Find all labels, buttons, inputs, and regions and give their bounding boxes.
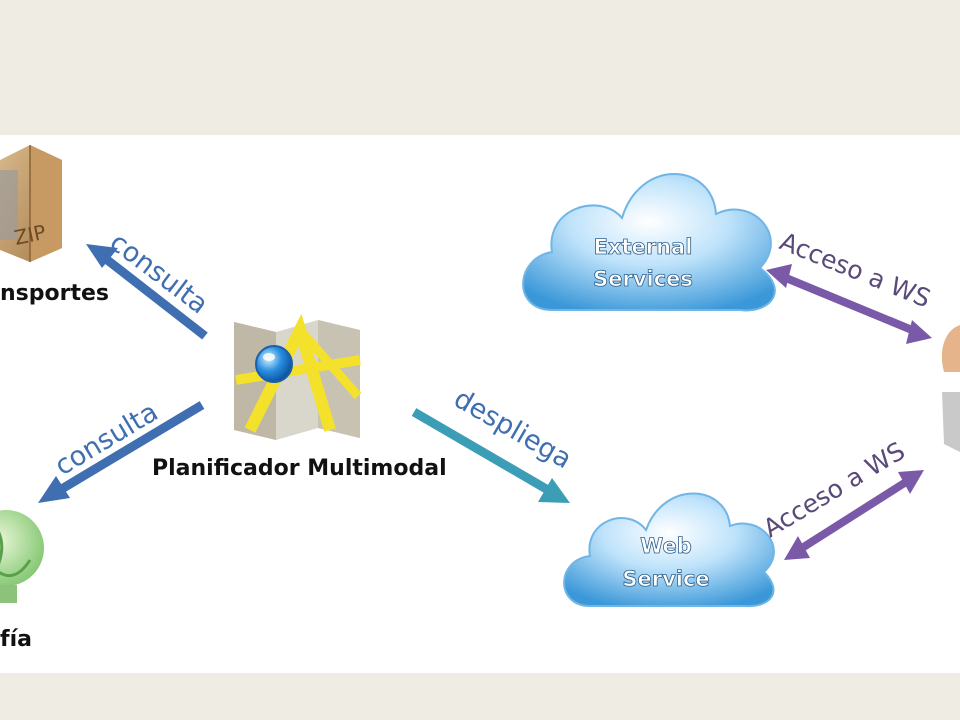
external-services-line2: Services — [593, 267, 693, 291]
web-service-cloud: Web Service — [563, 492, 775, 608]
arrow-despliega — [411, 408, 570, 503]
arrow-consulta-top — [86, 244, 208, 340]
map-planner-icon — [234, 313, 362, 440]
geografia-label: fía — [0, 627, 32, 652]
web-service-line1: Web — [640, 534, 692, 558]
transportes-label: nsportes — [0, 281, 109, 306]
external-services-cloud: External Services — [522, 173, 776, 312]
zip-box-icon: ZIP — [0, 145, 62, 262]
planner-label: Planificador Multimodal — [152, 456, 447, 481]
arrow-acceso-bottom — [784, 470, 924, 560]
globe-icon — [0, 510, 44, 603]
arrow-acceso-top — [766, 264, 932, 344]
arrow-consulta-bottom — [38, 401, 205, 503]
content-panel — [0, 135, 960, 673]
user-laptop-icon — [941, 325, 960, 452]
web-service-line2: Service — [622, 567, 709, 591]
external-services-line1: External — [594, 235, 693, 259]
